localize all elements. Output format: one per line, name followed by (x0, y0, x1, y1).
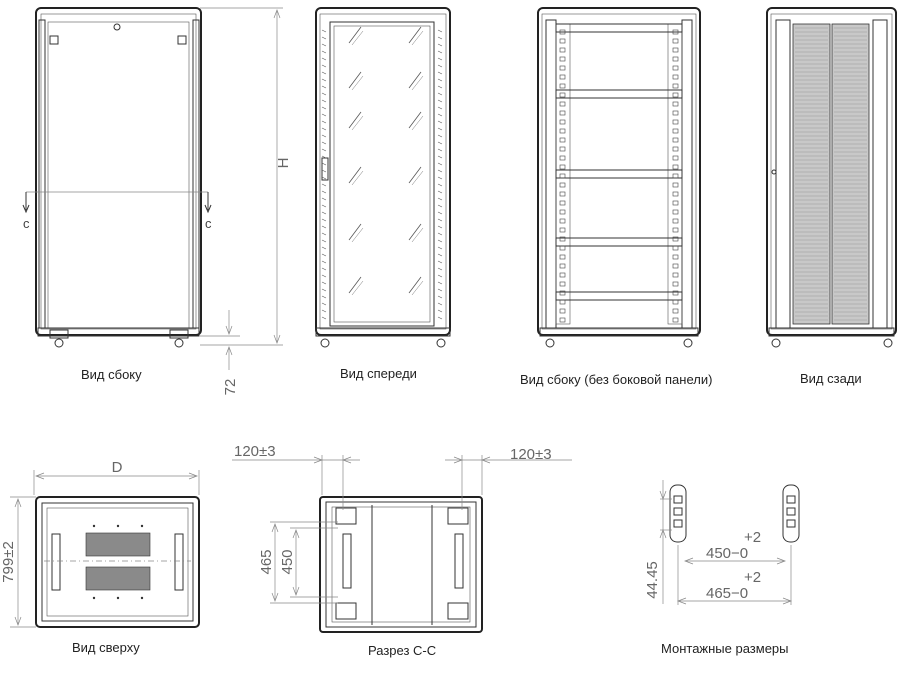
mount-465-tolerance: +2 (744, 569, 761, 586)
mount-465-dimension: 465−0 (706, 585, 748, 602)
foot-height-dimension: 72 (222, 379, 239, 396)
width-dimension-label: 799±2 (0, 541, 17, 583)
section-mark-right: c (205, 216, 212, 231)
top-view-drawing (10, 470, 200, 628)
rear-view-drawing (766, 7, 897, 348)
front-view-drawing (315, 7, 451, 348)
side-view-no-panel-drawing (537, 7, 701, 348)
unit-pitch-dimension: 44.45 (644, 561, 661, 599)
rail-465-dimension: 465 (258, 549, 275, 574)
mount-450-dimension: 450−0 (706, 545, 748, 562)
caption-side-view: Вид сбоку (81, 367, 142, 382)
section-cc-drawing (232, 455, 572, 633)
caption-top-view: Вид сверху (72, 640, 140, 655)
depth-dimension-label: D (112, 459, 123, 476)
caption-mounting-dims: Монтажные размеры (661, 641, 789, 656)
mounting-dims-drawing (659, 480, 800, 605)
rail-450-dimension: 450 (279, 549, 296, 574)
section-mark-left: c (23, 216, 30, 231)
caption-section-cc: Разрез С-С (368, 643, 437, 658)
caption-rear-view: Вид сзади (800, 371, 862, 386)
caption-front-view: Вид спереди (340, 366, 417, 381)
caption-side-view-no-panel: Вид сбоку (без боковой панели) (520, 372, 713, 387)
side-view-drawing (22, 7, 283, 370)
mount-450-tolerance: +2 (744, 529, 761, 546)
height-dimension-label: H (275, 158, 292, 169)
offset-right-dimension: 120±3 (510, 446, 552, 463)
offset-left-dimension: 120±3 (234, 443, 276, 460)
